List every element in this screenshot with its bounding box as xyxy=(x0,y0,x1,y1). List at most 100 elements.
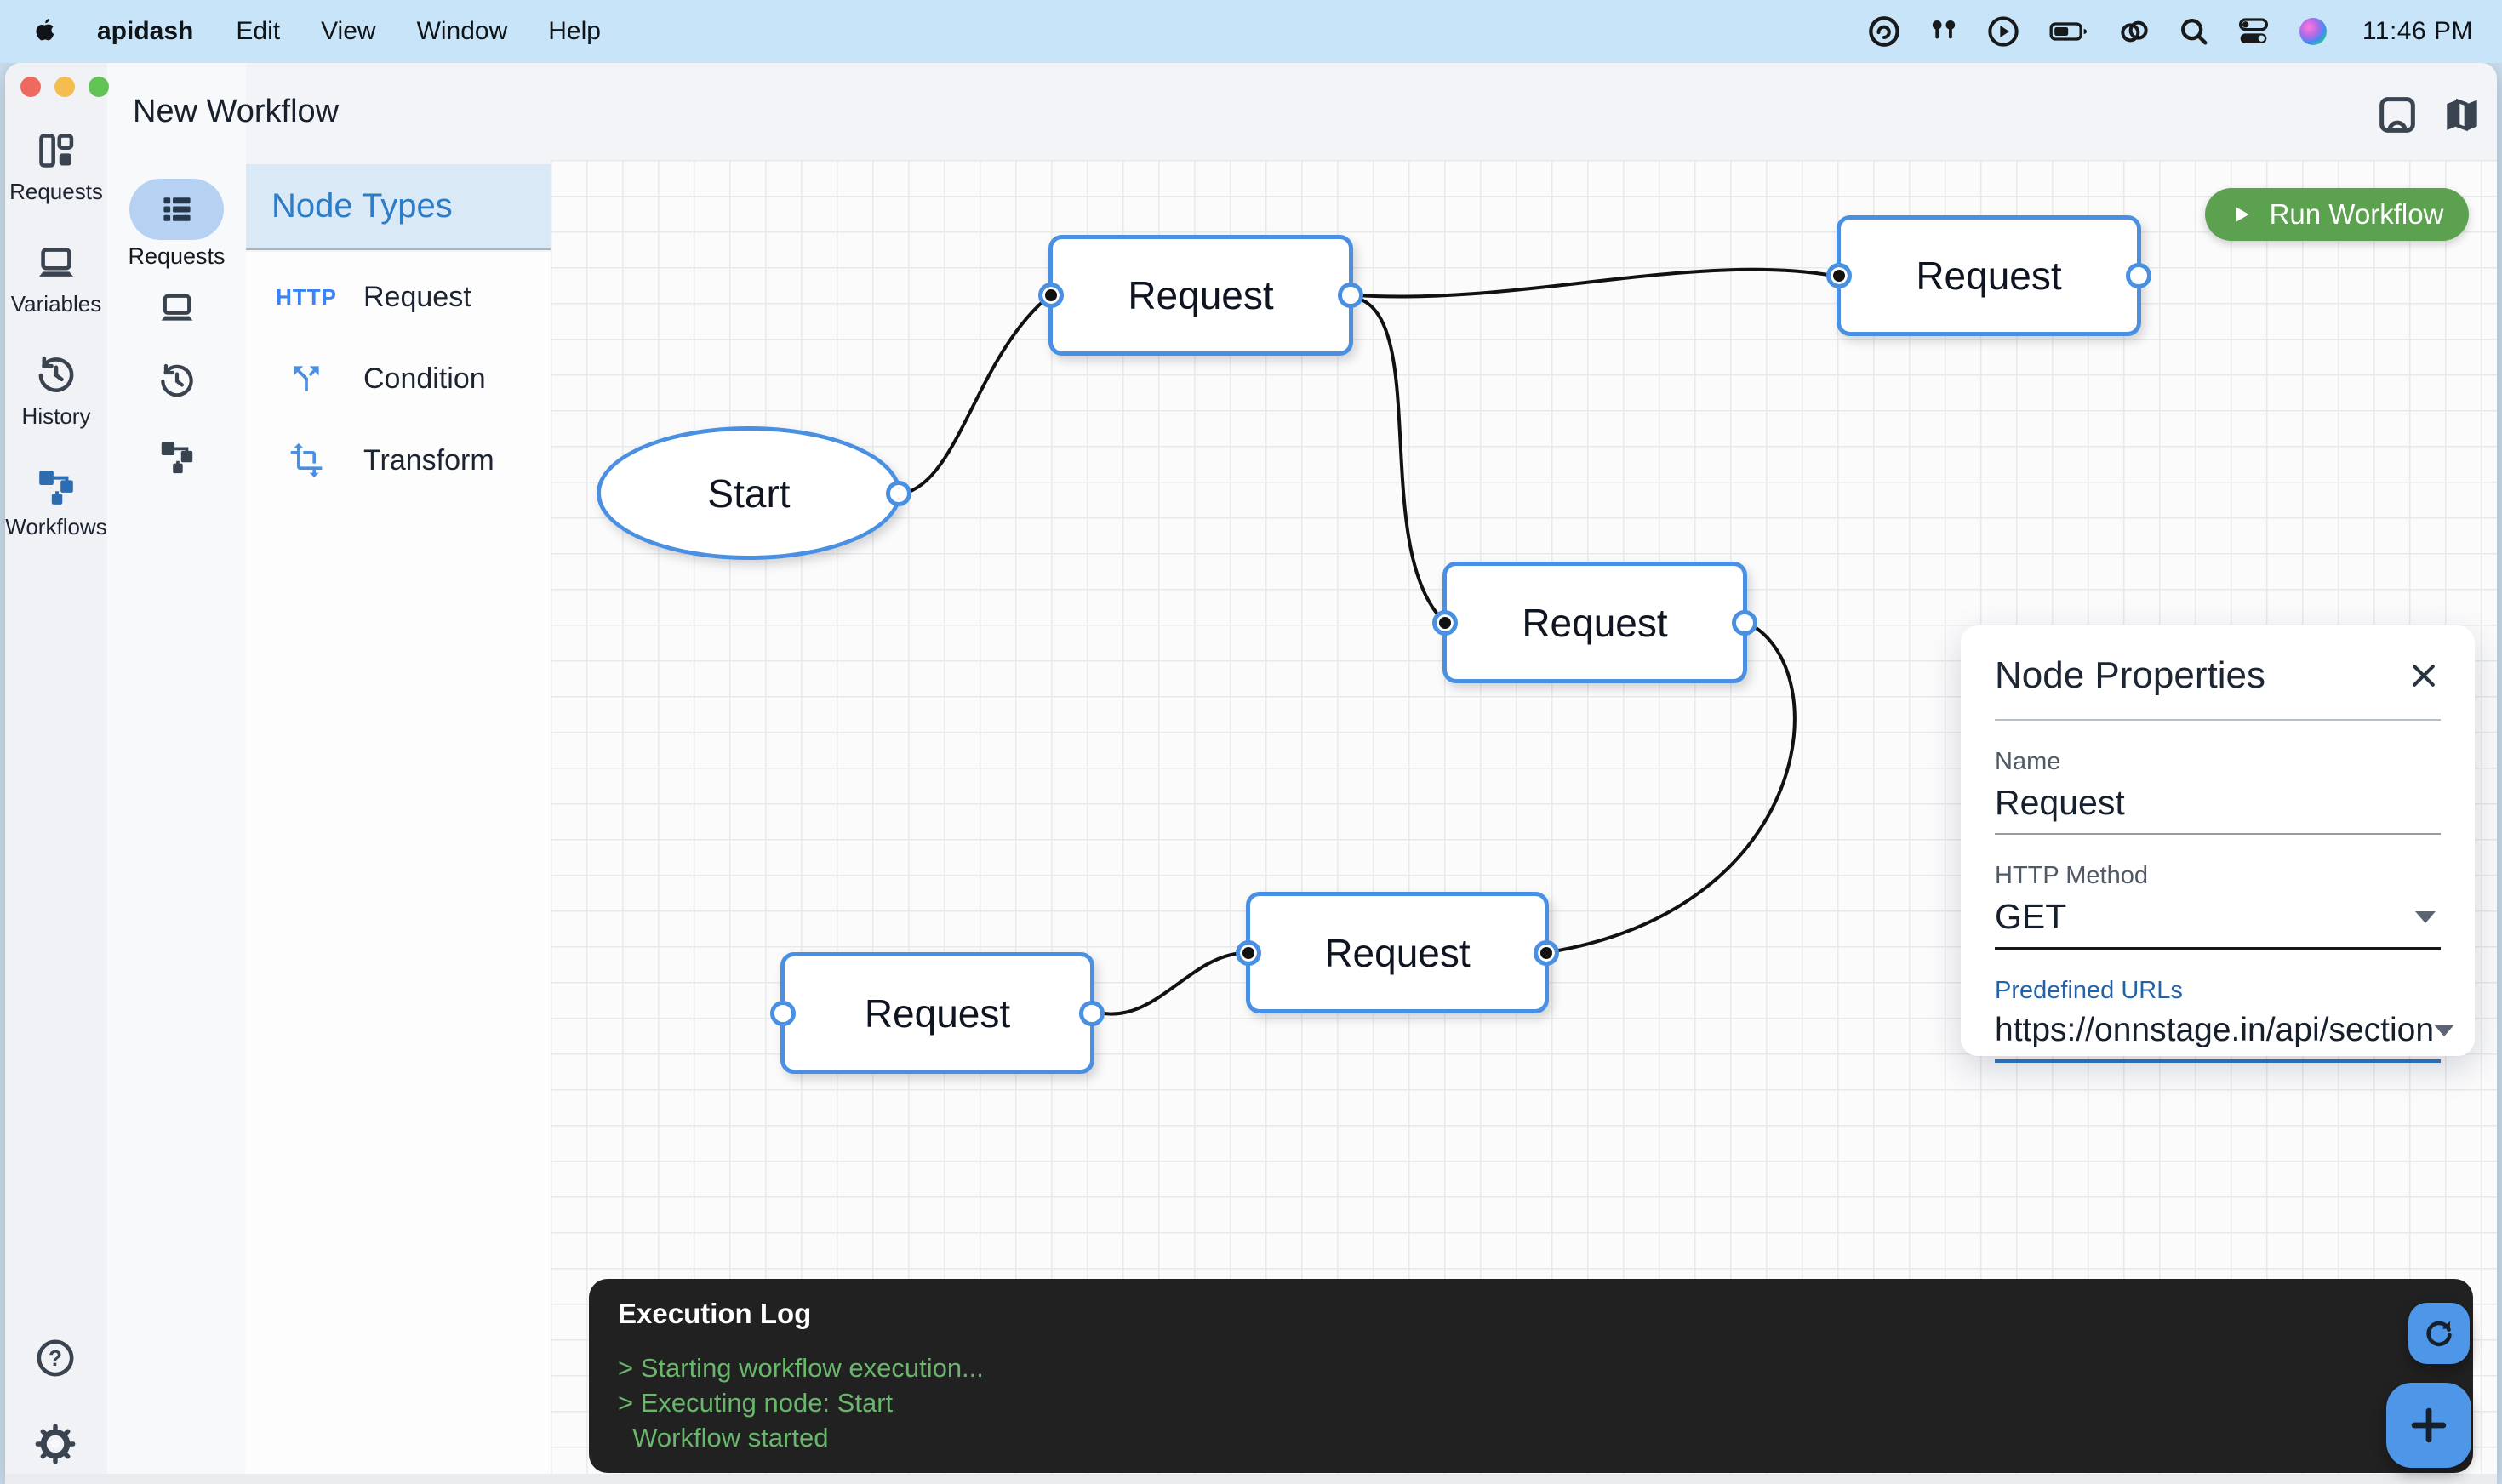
name-field[interactable]: Request xyxy=(1995,783,2441,835)
log-line: Workflow started xyxy=(618,1423,829,1453)
run-workflow-button[interactable]: Run Workflow xyxy=(2205,188,2469,241)
menu-window[interactable]: Window xyxy=(416,17,508,45)
node-label: Request xyxy=(1324,930,1471,975)
help-icon: ? xyxy=(34,1337,78,1381)
traffic-lights xyxy=(20,77,109,97)
chevron-down-icon[interactable] xyxy=(2415,910,2436,923)
history-icon xyxy=(35,354,77,397)
node-label: Request xyxy=(864,990,1011,1036)
node-properties-panel: Node Properties Name Request HTTP Method… xyxy=(1961,625,2475,1063)
workflow-node-req1[interactable]: Request xyxy=(1038,235,1363,356)
siri-icon[interactable] xyxy=(2296,14,2330,49)
properties-title: Node Properties xyxy=(1995,654,2265,696)
name-field-value[interactable]: Request xyxy=(1995,783,2125,822)
refresh-icon xyxy=(2426,1321,2452,1347)
chevron-down-icon[interactable] xyxy=(2434,1025,2455,1036)
close-window-button[interactable] xyxy=(20,77,41,97)
node-handle-left[interactable] xyxy=(1038,283,1064,308)
search-icon[interactable] xyxy=(2177,14,2211,49)
rail-item-label: Requests xyxy=(128,243,226,269)
control-center-icon[interactable] xyxy=(2236,14,2271,49)
node-handle-right[interactable] xyxy=(1079,1000,1105,1026)
menu-bar-clock[interactable]: 11:46 PM xyxy=(2362,17,2473,45)
node-type-transform[interactable]: Transform xyxy=(246,420,551,501)
workflow-canvas[interactable] xyxy=(551,160,2497,1484)
refresh-button[interactable] xyxy=(2408,1303,2470,1364)
list-icon xyxy=(158,191,196,228)
method-field-label: HTTP Method xyxy=(1995,862,2148,889)
rail-item-tree[interactable] xyxy=(157,437,197,476)
sidebar-item-label: Workflows xyxy=(5,514,107,539)
node-type-label: Condition xyxy=(363,362,486,395)
menu-items: Edit View Window Help xyxy=(236,17,601,46)
window-bottom-strip xyxy=(5,1474,2497,1484)
sidebar-item-history[interactable]: History xyxy=(5,354,107,430)
rail-item-laptop[interactable] xyxy=(157,288,197,328)
http-method-dropdown[interactable]: GET xyxy=(1995,897,2441,950)
node-handle-left[interactable] xyxy=(1826,263,1852,288)
node-handle-left[interactable] xyxy=(1236,939,1261,966)
help-button[interactable]: ? xyxy=(5,1337,107,1381)
sidebar-item-label: History xyxy=(21,403,91,429)
battery-icon[interactable] xyxy=(2046,14,2092,49)
node-type-label: Transform xyxy=(363,443,494,477)
dashboard-icon xyxy=(35,129,77,172)
node-handle-right[interactable] xyxy=(1732,609,1757,636)
node-type-condition[interactable]: Condition xyxy=(246,338,551,420)
log-line: > Starting workflow execution... xyxy=(618,1353,984,1383)
menu-bar: apidash Edit View Window Help 11:46 PM xyxy=(0,0,2502,63)
node-type-label: Request xyxy=(363,280,471,313)
apple-logo-icon[interactable] xyxy=(29,16,60,47)
workflow-node-req5[interactable]: Request xyxy=(770,952,1105,1074)
rail-item-history[interactable] xyxy=(157,362,197,401)
minimize-window-button[interactable] xyxy=(54,77,75,97)
node-label: Request xyxy=(1522,600,1668,645)
laptop-icon xyxy=(35,242,77,284)
map-icon[interactable] xyxy=(2441,94,2483,136)
tree-icon xyxy=(35,465,77,507)
airpods-icon[interactable] xyxy=(1927,14,1961,49)
node-type-request[interactable]: HTTP Request xyxy=(246,256,551,338)
log-line: > Executing node: Start xyxy=(618,1388,894,1418)
workflow-node-req4[interactable]: Request xyxy=(1236,892,1559,1013)
workflow-node-start[interactable]: Start xyxy=(597,426,911,560)
menu-edit[interactable]: Edit xyxy=(236,17,281,45)
sidebar-item-label: Requests xyxy=(9,179,103,204)
app-menu-apidash[interactable]: apidash xyxy=(97,17,194,45)
secondary-rail: Requests xyxy=(107,63,246,1484)
rail-item-requests[interactable] xyxy=(129,179,224,240)
workflow-node-req2[interactable]: Request xyxy=(1826,215,2151,336)
menu-help[interactable]: Help xyxy=(548,17,601,45)
link-icon[interactable] xyxy=(2117,14,2151,49)
sidebar-item-requests[interactable]: Requests xyxy=(5,129,107,205)
menu-view[interactable]: View xyxy=(321,17,376,45)
zoom-window-button[interactable] xyxy=(89,77,109,97)
workflow-node-req3[interactable]: Request xyxy=(1432,562,1757,683)
creative-cloud-icon[interactable] xyxy=(1867,14,1901,49)
node-label: Request xyxy=(1128,273,1274,317)
close-icon[interactable] xyxy=(2407,659,2441,693)
node-types-title: Node Types xyxy=(271,187,453,225)
play-icon[interactable] xyxy=(1986,14,2020,49)
node-handle-right[interactable] xyxy=(1338,283,1363,308)
node-handle-right[interactable] xyxy=(1534,939,1559,966)
sidebar-item-workflows[interactable]: Workflows xyxy=(5,465,107,540)
page-title: New Workflow xyxy=(133,94,340,129)
play-icon xyxy=(2236,207,2249,222)
http-icon: HTTP xyxy=(276,284,336,311)
node-handle-right[interactable] xyxy=(886,480,911,506)
add-node-button[interactable] xyxy=(2386,1383,2471,1468)
save-tray-icon[interactable] xyxy=(2376,94,2419,136)
predefined-url-dropdown[interactable]: https://onnstage.in/api/section xyxy=(1995,1012,2455,1063)
node-handle-left[interactable] xyxy=(770,1000,796,1026)
sidebar-item-variables[interactable]: Variables xyxy=(5,242,107,317)
gear-button[interactable] xyxy=(5,1423,107,1467)
transform-icon xyxy=(277,442,336,479)
method-field-value: GET xyxy=(1995,897,2067,936)
node-handle-left[interactable] xyxy=(1432,609,1458,636)
plus-icon xyxy=(2411,1407,2447,1443)
node-handle-right[interactable] xyxy=(2126,263,2151,288)
